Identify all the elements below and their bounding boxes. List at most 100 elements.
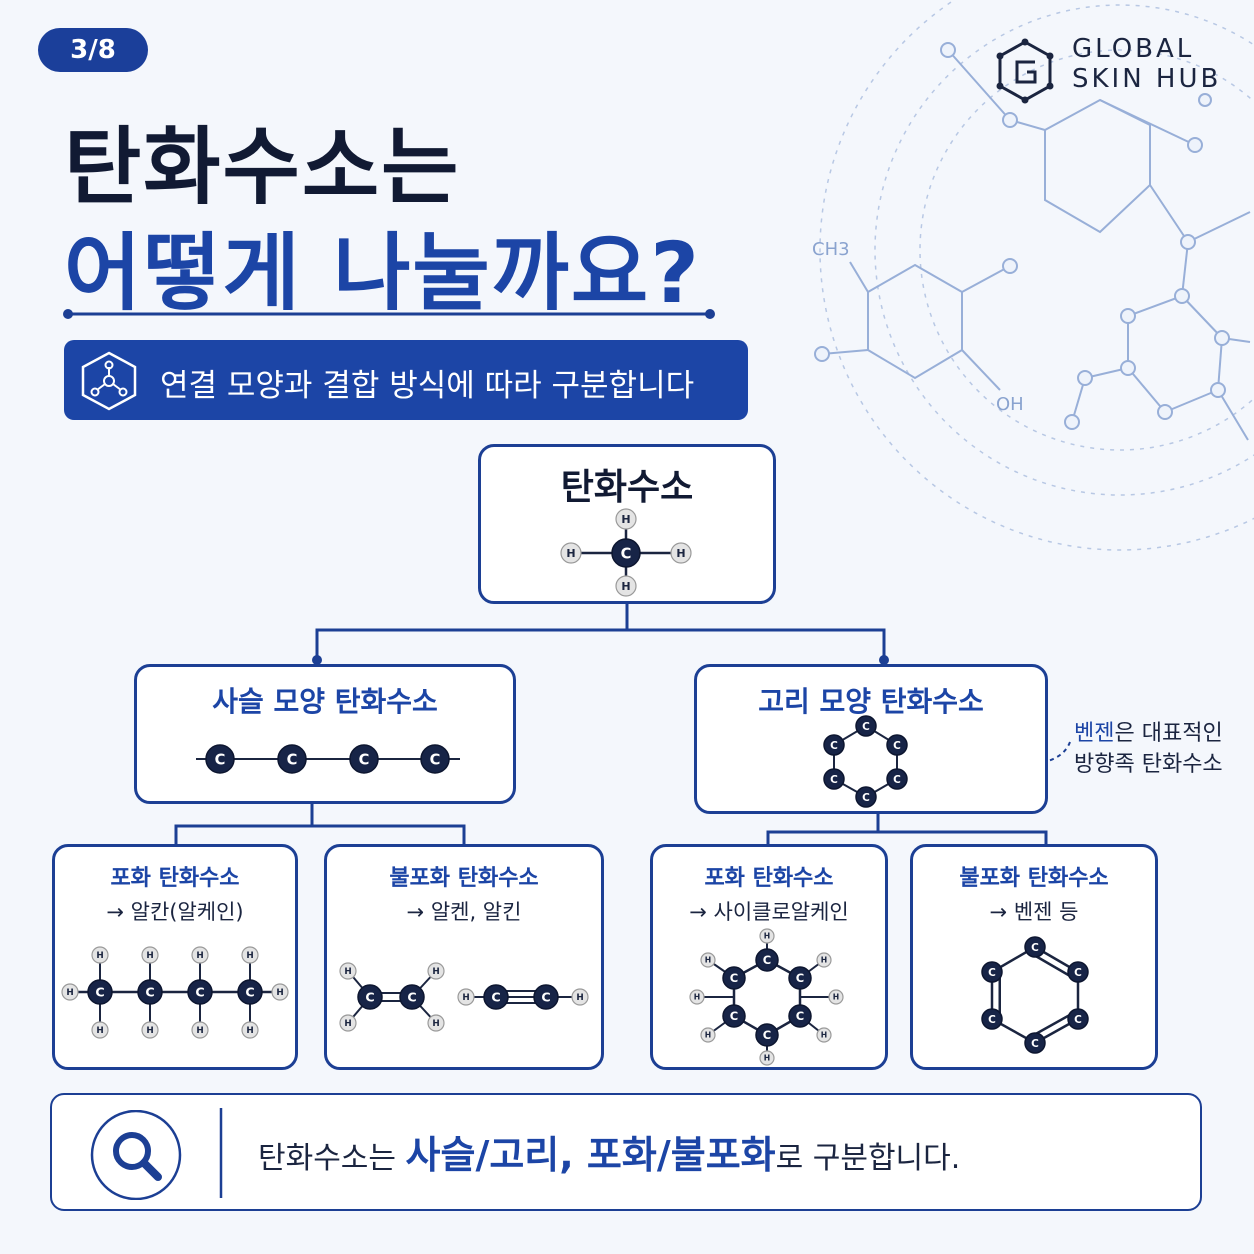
carbon-symbol: C [893,774,901,786]
hydrogen-symbol: H [676,547,685,560]
hydrogen-symbol: H [621,580,630,593]
hydrogen-atom [828,989,844,1005]
carbon-symbol: C [988,967,996,979]
hydrogen-atom [141,1021,159,1039]
carbon-symbol: C [245,985,254,1000]
hydrogen-atom [816,1027,832,1043]
carbon-symbol: C [796,1009,804,1023]
oh-label: OH [996,394,1024,415]
note-highlight: 벤젠 [1074,721,1115,746]
carbon-atom [611,538,641,568]
carbon-symbol: C [621,545,632,562]
brand-name: GLOBAL SKIN HUB [1072,34,1221,94]
carbon-symbol: C [1074,967,1082,979]
subtitle-banner [64,340,748,420]
bond-line [1034,1013,1071,1036]
carbon-symbol: C [730,971,738,985]
hydrogen-symbol: H [146,951,153,961]
summary-bar [50,1093,1202,1211]
brand-line1: GLOBAL [1072,34,1195,64]
leaf-label-alkene-alkyne: 불포화 탄화수소 [389,866,539,891]
carbon-symbol: C [365,990,374,1005]
carbon-symbol: C [1074,1014,1082,1026]
carbon-symbol: C [95,985,104,1000]
hydrogen-symbol: H [821,1031,827,1040]
carbon-symbol: C [893,740,901,752]
search-icon [90,1110,182,1200]
carbon-symbol: C [195,985,204,1000]
carbon-symbol: C [491,990,500,1005]
carbon-symbol: C [730,1009,738,1023]
carbon-symbol: C [763,1028,771,1042]
carbon-symbol: C [830,740,838,752]
carbon-atom [886,734,908,756]
subtitle-text: 연결 모양과 결합 방식에 따라 구분합니다 [160,368,695,404]
carbon-atom [755,948,779,972]
carbon-atom [420,744,450,774]
hydrogen-atom [191,946,209,964]
hydrogen-atom [615,508,637,530]
summary-separator [219,1108,223,1198]
carbon-symbol: C [796,971,804,985]
carbon-symbol: C [430,751,441,768]
hydrogen-symbol: H [146,1026,153,1036]
hydrogen-symbol: H [96,951,103,961]
hydrogen-symbol: H [432,967,439,977]
benzene-note: 벤젠은 대표적인 방향족 탄화수소 [1074,718,1223,780]
carbon-atom [855,786,877,808]
hydrogen-atom [91,1021,109,1039]
hydrogen-atom [689,989,705,1005]
hydrogen-symbol: H [833,993,839,1002]
hydrogen-atom [457,988,475,1006]
leaf-label-benzene: 불포화 탄화수소 [959,866,1109,891]
carbon-atom [533,984,559,1010]
hydrogen-atom [759,1050,775,1066]
brand-line2: SKIN HUB [1072,64,1222,94]
carbon-atom [788,966,812,990]
leaf-desc-alkane: → 알칸(알케인) [106,900,244,924]
carbon-symbol: C [215,751,226,768]
hydrogen-atom [271,983,289,1001]
hydrogen-atom [700,952,716,968]
hydrogen-symbol: H [566,547,575,560]
hydrogen-atom [241,946,259,964]
leaf-box-alkene-alkyne [324,844,604,1070]
summary-suffix: 로 구분합니다. [775,1141,961,1176]
hydrogen-symbol: H [246,1026,253,1036]
hydrogen-symbol: H [705,1031,711,1040]
hydrogen-atom [560,542,582,564]
hydrogen-atom [427,1014,445,1032]
carbon-atom [237,979,263,1005]
carbon-atom [205,744,235,774]
hydrogen-symbol: H [821,956,827,965]
hydrogen-atom [141,946,159,964]
carbon-symbol: C [145,985,154,1000]
carbon-atom [1067,1008,1089,1030]
summary-text: 탄화수소는 사슬/고리, 포화/불포화로 구분합니다. [258,1124,960,1179]
hydrogen-atom [700,1027,716,1043]
title-line1: 탄화수소는 [64,118,461,216]
carbon-symbol: C [1031,942,1039,954]
hydrogen-atom [191,1021,209,1039]
carbon-symbol: C [359,751,370,768]
title-line2: 어떻게 나눌까요? [64,224,701,322]
root-label: 탄화수소 [560,467,694,508]
carbon-atom [357,984,383,1010]
leaf-label-alkane: 포화 탄화수소 [110,866,240,891]
page-indicator-badge: 3/8 [38,28,148,72]
carbon-atom [981,961,1003,983]
hydrogen-symbol: H [576,993,583,1003]
hydrogen-atom [571,988,589,1006]
carbon-atom [399,984,425,1010]
carbon-symbol: C [763,953,771,967]
carbon-atom [855,715,877,737]
bond-line [1034,954,1071,978]
hydrogen-symbol: H [432,1019,439,1029]
carbon-symbol: C [988,1014,996,1026]
hydrogen-symbol: H [344,1019,351,1029]
carbon-atom [788,1004,812,1028]
carbon-symbol: C [1031,1038,1039,1050]
carbon-atom [187,979,213,1005]
